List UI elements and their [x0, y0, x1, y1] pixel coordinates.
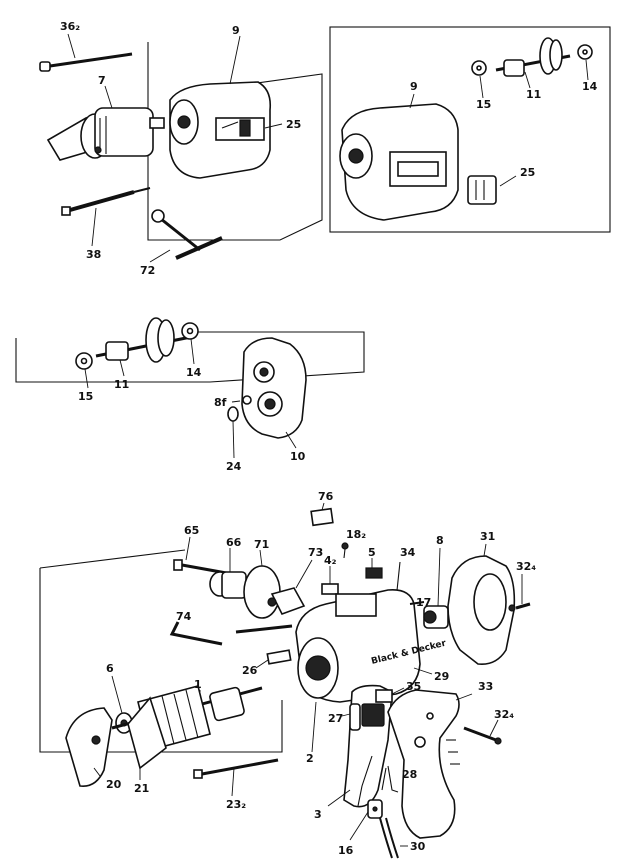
label-3: 3 [314, 808, 322, 821]
part-28-cord-clamp [381, 765, 399, 793]
part-5-brush-holder [365, 558, 383, 579]
label-11-inset: 11 [526, 88, 541, 101]
part-17-pin [409, 601, 425, 605]
label-28: 28 [402, 768, 417, 781]
part-74-hex-key [169, 621, 293, 646]
part-73-bracket [267, 559, 313, 615]
label-15-inset: 15 [476, 98, 491, 111]
label-2: 2 [306, 752, 314, 765]
part-27-trigger [341, 703, 361, 731]
part-65-screw [173, 536, 233, 576]
part-8-switch-rotor [423, 547, 449, 629]
part-32-screw-bottom [463, 719, 502, 745]
part-71-disc [243, 549, 281, 619]
label-25-top: 25 [286, 118, 301, 131]
part-20-fan-baffle [65, 707, 113, 787]
label-10: 10 [290, 450, 306, 463]
part-18-screw [341, 542, 349, 559]
part-motor-housing: Black & Decker [295, 588, 448, 703]
part-14-washer-inset [577, 44, 593, 81]
label-16: 16 [338, 844, 354, 857]
part-76-label [310, 502, 334, 527]
part-10-gear-plate [241, 337, 307, 449]
label-36-2: 36₂ [60, 20, 80, 33]
label-6: 6 [106, 662, 114, 675]
part-30-power-cord [379, 817, 408, 859]
label-14-mid: 14 [186, 366, 202, 379]
label-9-top: 9 [232, 24, 240, 37]
label-5: 5 [368, 546, 376, 559]
label-8f: 8f [214, 396, 227, 409]
part-15-washer-mid [75, 352, 93, 389]
label-66: 66 [226, 536, 242, 549]
part-8f-pin [231, 395, 252, 405]
part-36-long-screw [39, 33, 133, 72]
label-34: 34 [400, 546, 416, 559]
part-11-gear-shaft-mid [95, 317, 197, 377]
part-21-fan [127, 696, 167, 780]
part-9-gear-housing-inset [339, 93, 459, 221]
label-4-2: 4₂ [324, 554, 337, 567]
label-74: 74 [176, 610, 192, 623]
label-9-inset: 9 [410, 80, 418, 93]
part-72-chuck-key [149, 209, 223, 263]
label-27: 27 [328, 712, 343, 725]
part-16-cord-protector [349, 799, 383, 841]
label-8: 8 [436, 534, 444, 547]
label-17: 17 [416, 596, 431, 609]
label-73: 73 [308, 546, 323, 559]
part-24-ring [227, 406, 239, 459]
part-15-washer-inset [471, 60, 487, 99]
label-76: 76 [318, 490, 334, 503]
label-23-2: 23₂ [226, 798, 246, 811]
label-14-inset: 14 [582, 80, 598, 93]
label-20: 20 [106, 778, 122, 791]
part-7-chuck [46, 85, 165, 161]
label-1: 1 [194, 678, 202, 691]
part-26-clip [255, 649, 292, 669]
label-35: 35 [406, 680, 421, 693]
part-25-switch-slide-inset [467, 175, 517, 205]
label-24: 24 [226, 460, 242, 473]
part-9-gear-housing-top [169, 35, 283, 179]
label-21: 21 [134, 782, 149, 795]
part-33-handle-half [387, 689, 473, 839]
label-15-mid: 15 [78, 390, 93, 403]
part-2-field [311, 701, 317, 753]
label-26: 26 [242, 664, 258, 677]
label-30: 30 [410, 840, 426, 853]
part-1-armature [111, 685, 263, 751]
label-32-4-bottom: 32₄ [494, 708, 514, 721]
part-31-end-cap [447, 543, 516, 666]
label-29: 29 [434, 670, 449, 683]
part-35-switch [375, 687, 405, 703]
label-38: 38 [86, 248, 101, 261]
part-66-bearing-shaft [209, 548, 247, 599]
part-32-screw-top [508, 574, 531, 612]
part-14-washer-mid [181, 322, 199, 365]
label-72: 72 [140, 264, 155, 277]
label-25-inset: 25 [520, 166, 535, 179]
part-number-labels: 36₂ 9 7 25 38 72 9 15 11 14 25 11 15 14 … [60, 20, 598, 857]
label-31: 31 [480, 530, 495, 543]
part-11-gear-shaft-inset [495, 37, 571, 89]
label-18-2: 18₂ [346, 528, 366, 541]
label-65: 65 [184, 524, 199, 537]
label-7: 7 [98, 74, 106, 87]
label-33: 33 [478, 680, 493, 693]
part-23-long-screw [193, 758, 279, 797]
part-38-key-holder [61, 187, 151, 247]
part-4-brush [321, 566, 339, 595]
label-71: 71 [254, 538, 269, 551]
label-32-4-top: 32₄ [516, 560, 536, 573]
label-11-mid: 11 [114, 378, 129, 391]
